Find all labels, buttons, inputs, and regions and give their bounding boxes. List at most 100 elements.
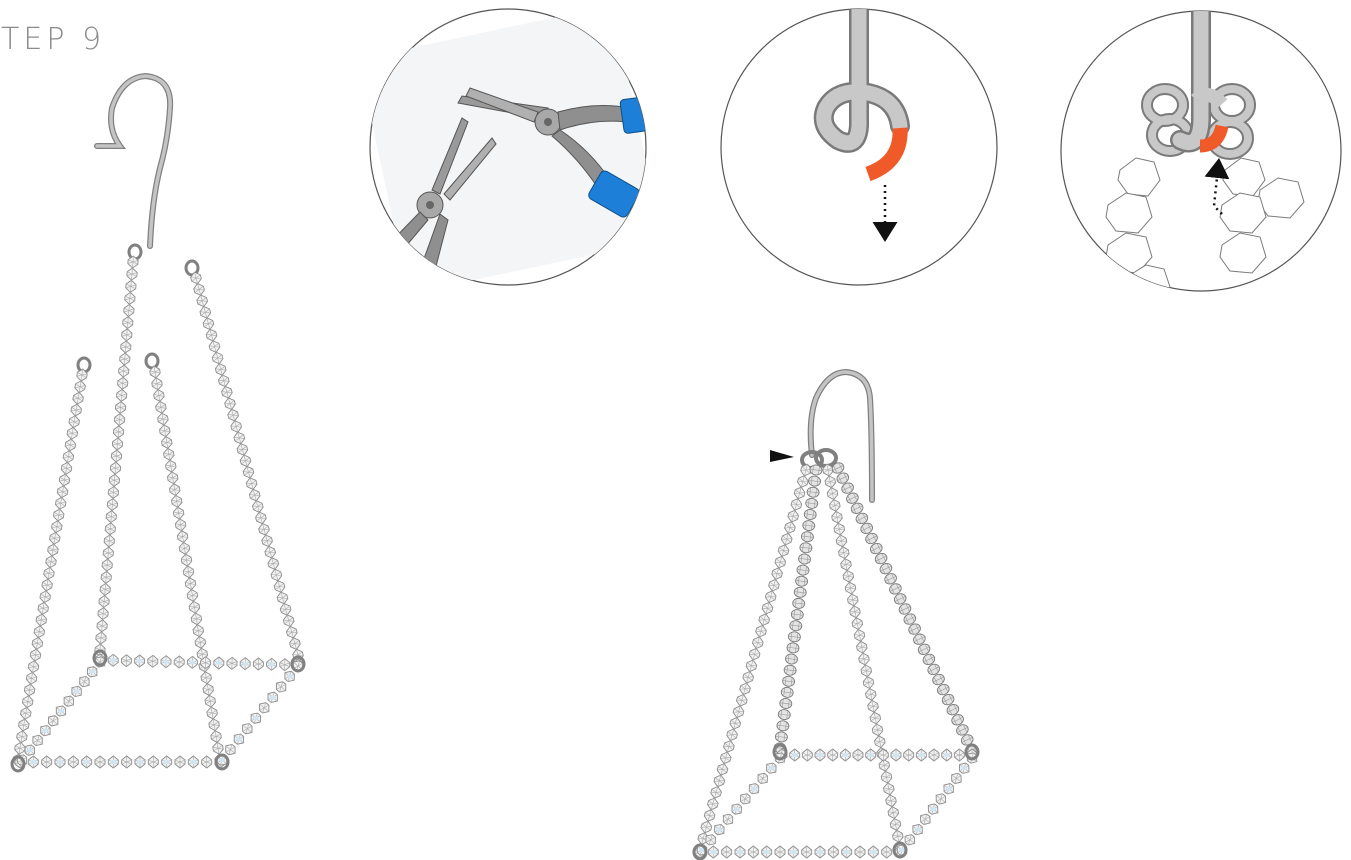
bead [767,578,780,592]
bead [798,553,811,564]
bead [771,566,784,580]
bead [35,613,47,626]
bead-tint [918,753,924,757]
bead [109,474,120,487]
bead [787,509,800,523]
bead [755,771,771,786]
bead [805,498,818,509]
bead [273,579,286,593]
bead [74,380,86,393]
bead [887,806,899,820]
bead [792,598,805,609]
bead [224,397,237,411]
bead [783,520,796,534]
bead [181,553,193,566]
bead [151,377,163,390]
bead [28,660,40,673]
bead [188,600,200,613]
bead [107,498,118,511]
bead [282,614,295,628]
bead [104,534,115,547]
bead [261,534,274,548]
bead [103,547,114,560]
bead [737,791,753,806]
bead [61,462,73,475]
bead [782,676,795,687]
bead [113,425,124,438]
bead [95,756,105,768]
bead [776,720,789,731]
bead [125,280,136,293]
bead [786,642,799,653]
bead-tint [270,695,276,699]
bead [755,624,768,638]
bead [68,756,78,768]
bead [751,636,764,650]
bead-tint [242,662,248,666]
bead [55,497,67,510]
bead [904,749,914,761]
bead [774,555,787,569]
bead [106,510,117,523]
bead [796,564,809,575]
bead [270,568,283,582]
bead [124,292,135,305]
bead [14,742,26,755]
bead [217,374,230,388]
bead-tint [269,662,275,666]
bead [62,450,74,463]
bead-tint [899,848,905,852]
bead [26,672,38,685]
bead [206,706,218,719]
bead [829,499,841,513]
bead [185,577,197,590]
bead [202,683,214,696]
bead [867,699,879,713]
assembled-earring [694,372,980,859]
bead [764,590,777,604]
bead [828,846,838,858]
bead [57,485,69,498]
bead [256,700,272,715]
arrow-right-icon [770,450,794,462]
bead [280,659,290,671]
bead [192,624,204,637]
bead [710,785,723,799]
bead-tint [844,850,850,854]
bead [117,377,128,390]
bead-tint [137,659,143,663]
bead [190,612,202,625]
bead [43,567,55,580]
bead [882,846,892,858]
bead [840,558,852,572]
bead [258,522,271,536]
bead [16,730,28,743]
bead [99,595,110,608]
bead [100,583,111,596]
bead-tint [236,737,242,741]
bead [954,749,964,761]
bead [276,591,289,605]
bead [18,718,30,731]
bead [202,317,215,331]
bead [165,459,177,472]
bead [177,530,189,543]
bead-tint [842,753,848,757]
bead [105,522,116,535]
bead-tint [710,850,716,854]
bead [745,659,758,673]
bead [175,756,185,768]
bead-tint [189,660,195,664]
bead-tint [768,766,774,770]
bead [844,581,856,595]
bead [791,609,804,620]
open-loop-detail-circle [721,0,997,285]
bead [713,774,726,788]
bead [121,655,131,667]
bead [202,756,212,768]
bead [775,731,788,742]
bead-tint [868,753,874,757]
bead [775,846,785,858]
bead [248,488,261,502]
bead [110,462,121,475]
